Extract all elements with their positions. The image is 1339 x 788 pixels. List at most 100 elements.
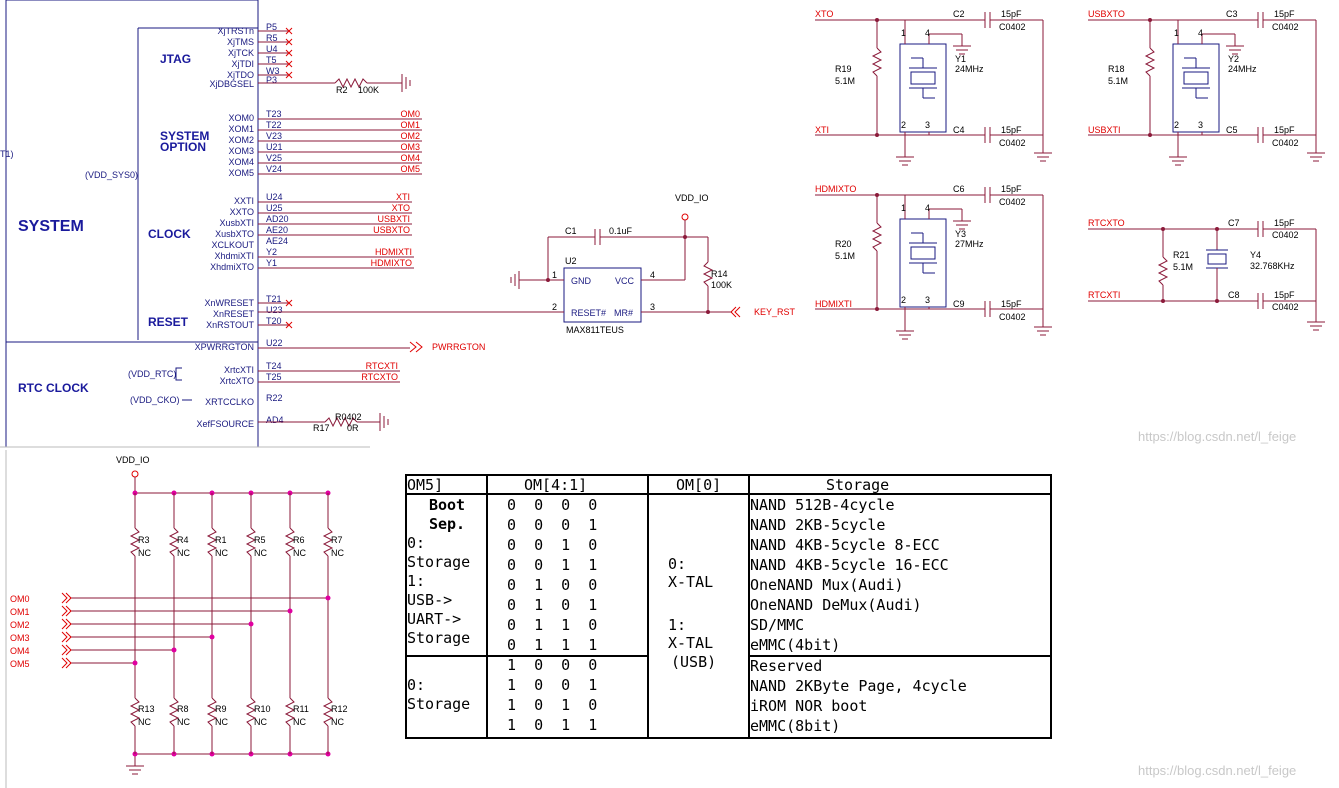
soc-pin-ball: Y1 bbox=[266, 258, 277, 268]
junction-gnd bbox=[546, 278, 550, 282]
strap-net-label: OM2 bbox=[10, 620, 30, 630]
strap-net-arrow bbox=[61, 644, 68, 656]
crystal-y-val: 24MHz bbox=[955, 64, 984, 74]
crystal-pin-num: 4 bbox=[1198, 28, 1203, 38]
r14-resistor bbox=[702, 261, 714, 287]
table-storage-cell: eMMC(4bit) bbox=[750, 636, 840, 654]
block-system-option-2: OPTION bbox=[160, 140, 206, 154]
soc-pin-ball: P3 bbox=[266, 75, 277, 85]
u2-n2: 2 bbox=[552, 302, 557, 312]
soc-pin-name: XOM2 bbox=[228, 135, 254, 145]
crystal-resistor bbox=[871, 47, 883, 77]
strap-net-arrow bbox=[65, 605, 72, 617]
strap-net-label: OM4 bbox=[10, 646, 30, 656]
u2-n1: 1 bbox=[552, 270, 557, 280]
crystal-r-ref: R20 bbox=[835, 239, 852, 249]
strap-top-ref: R1 bbox=[215, 535, 227, 545]
table-om41-cell: 1 0 1 0 bbox=[507, 696, 597, 714]
crystal-pin-num: 3 bbox=[1198, 120, 1203, 130]
r2-value: 100K bbox=[358, 85, 379, 95]
crystal-pin-num: 1 bbox=[901, 28, 906, 38]
table-col1-cell: 1: bbox=[407, 572, 425, 590]
soc-pin-ball: T25 bbox=[266, 372, 282, 382]
soc-net-label: OM5 bbox=[400, 164, 420, 174]
pwrrgton-arrow bbox=[415, 341, 423, 353]
om-strap-resistors: VDD_IOR3NCR13NCR4NCR8NCR1NCR9NCR5NCR10NC… bbox=[10, 455, 348, 775]
block-reset: RESET bbox=[148, 315, 189, 329]
u2-n3: 3 bbox=[650, 302, 655, 312]
strap-top-resistor bbox=[245, 527, 257, 557]
block-system: SYSTEM bbox=[18, 218, 84, 235]
strap-top-ref: R6 bbox=[293, 535, 305, 545]
soc-net-label: OM2 bbox=[400, 131, 420, 141]
strap-top-resistor bbox=[284, 527, 296, 557]
no-connect-mark bbox=[285, 71, 293, 79]
soc-pin-name: XrtcXTI bbox=[224, 365, 254, 375]
strap-bottom-resistor bbox=[168, 697, 180, 727]
crystal-element bbox=[1183, 71, 1209, 85]
strap-bottom-ref: R12 bbox=[331, 704, 348, 714]
table-om0-cell: 0: bbox=[668, 555, 686, 573]
soc-pin-name: XefFSOURCE bbox=[196, 419, 254, 429]
soc-pin-ball: AE24 bbox=[266, 236, 288, 246]
soc-pin-name: XjDBGSEL bbox=[209, 79, 254, 89]
strap-net-label: OM0 bbox=[10, 594, 30, 604]
supply-vdd-sys0: (VDD_SYS0) bbox=[85, 170, 138, 180]
table-col1-cell: Boot bbox=[429, 496, 465, 514]
rtc-in-net: RTCXTO bbox=[1088, 218, 1125, 228]
soc-pin-name: XOM0 bbox=[228, 113, 254, 123]
soc-pin-name: XOM4 bbox=[228, 157, 254, 167]
strap-bottom-resistor bbox=[245, 697, 257, 727]
soc-net-label: HDMIXTI bbox=[375, 247, 412, 257]
strap-vdd-label: VDD_IO bbox=[116, 455, 150, 465]
crystal-pin-num: 3 bbox=[925, 120, 930, 130]
table-storage-cell: eMMC(8bit) bbox=[750, 717, 840, 735]
table-col1-cell: USB-> bbox=[407, 591, 452, 609]
strap-net-junction bbox=[248, 621, 254, 627]
r2-ref: R2 bbox=[336, 85, 348, 95]
rtc-xtal-body bbox=[1207, 253, 1227, 265]
rtc-r-ref: R21 bbox=[1173, 250, 1190, 260]
table-storage-cell: NAND 2KByte Page, 4cycle bbox=[750, 677, 967, 695]
r17-resistor bbox=[324, 416, 358, 428]
table-storage-cell: NAND 512B-4cycle bbox=[750, 496, 895, 514]
edge-mark: T1) bbox=[0, 149, 14, 159]
soc-pin-name: XXTO bbox=[230, 207, 254, 217]
strap-net-arrow bbox=[65, 618, 72, 630]
strap-top-resistor bbox=[322, 527, 334, 557]
c1-ref: C1 bbox=[565, 226, 577, 236]
table-col1-cell: Sep. bbox=[429, 515, 465, 533]
table-col1-cell: Storage bbox=[407, 629, 470, 647]
supply-vdd-cko: (VDD_CKO) bbox=[130, 395, 180, 405]
strap-net-label: OM1 bbox=[10, 607, 30, 617]
table-storage-cell: iROM NOR boot bbox=[750, 697, 867, 715]
table-om41-cell: 0 1 1 0 bbox=[507, 616, 597, 634]
strap-bottom-ref: R8 bbox=[177, 704, 189, 714]
table-om0-cell: (USB) bbox=[671, 653, 716, 671]
u2-pin-mr: MR# bbox=[614, 308, 633, 318]
table-om41-cell: 0 0 0 1 bbox=[507, 516, 597, 534]
soc-net-label: USBXTO bbox=[373, 225, 410, 235]
table-storage-cell: NAND 2KB-5cycle bbox=[750, 516, 885, 534]
r2-pulldown: R2 100K bbox=[258, 74, 411, 95]
crystal-c-top-pkg: C0402 bbox=[1272, 22, 1299, 32]
reset-vdd-terminal bbox=[681, 213, 689, 221]
strap-top-resistor bbox=[206, 527, 218, 557]
strap-top-ref: R3 bbox=[138, 535, 150, 545]
strap-top-ref: R4 bbox=[177, 535, 189, 545]
soc-pin-ball: R22 bbox=[266, 393, 283, 403]
strap-bottom-value: NC bbox=[138, 717, 151, 727]
strap-net-arrow bbox=[61, 592, 68, 604]
strap-bottom-value: NC bbox=[331, 717, 344, 727]
table-storage-cell: Reserved bbox=[750, 657, 822, 675]
strap-net-label: OM3 bbox=[10, 633, 30, 643]
no-connect-mark bbox=[285, 38, 293, 46]
crystal-pin-num: 4 bbox=[925, 203, 930, 213]
c1-value: 0.1uF bbox=[609, 226, 633, 236]
soc-pin-name: XrtcXTO bbox=[220, 376, 254, 386]
table-storage-cell: NAND 4KB-5cycle 16-ECC bbox=[750, 556, 949, 574]
crystal-r-val: 5.1M bbox=[835, 76, 855, 86]
table-om0-cell: 1: bbox=[668, 616, 686, 634]
strap-bottom-resistor bbox=[206, 697, 218, 727]
crystal-c-bot-val: 15pF bbox=[1001, 299, 1022, 309]
